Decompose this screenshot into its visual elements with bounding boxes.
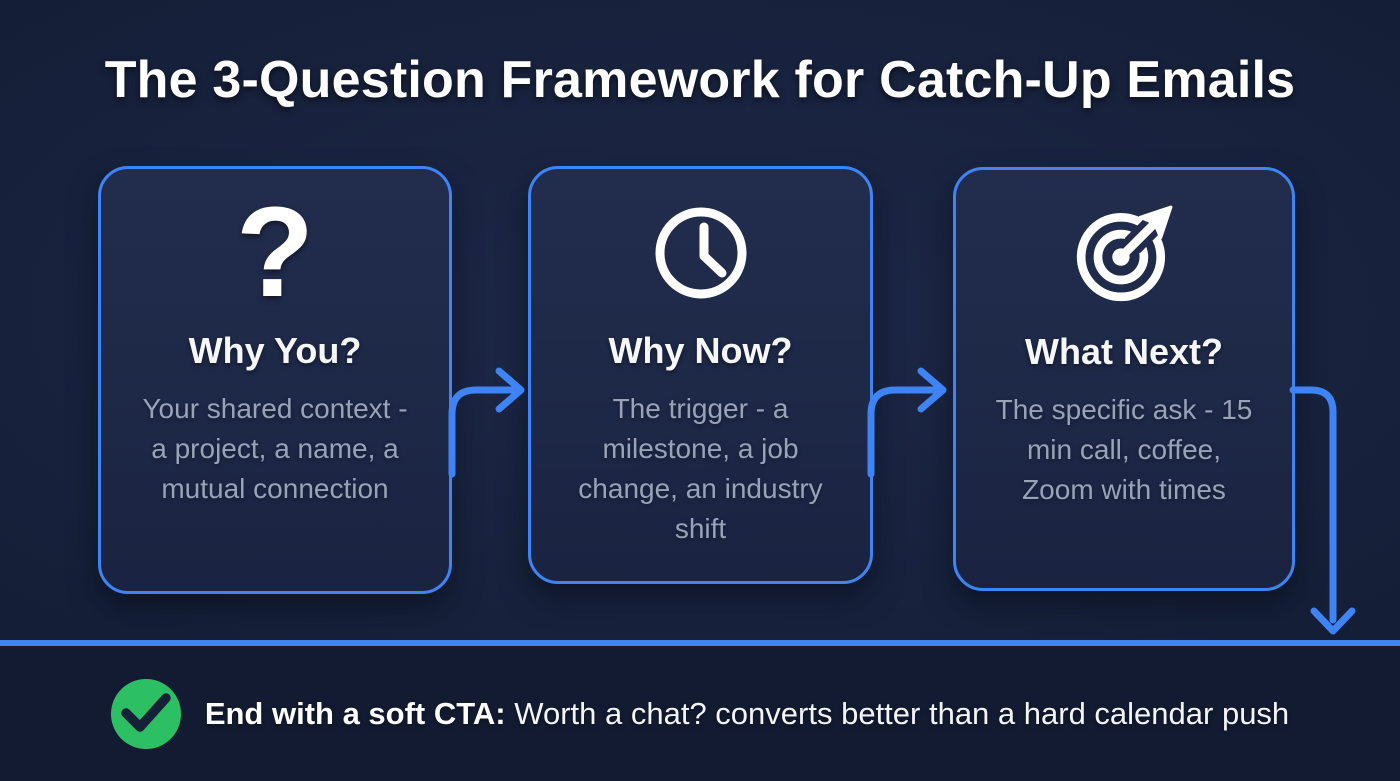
target-icon-svg: [1076, 203, 1175, 302]
target-icon: [1073, 203, 1175, 304]
divider-line: [0, 640, 1400, 646]
footer-text: End with a soft CTA:Worth a chat? conver…: [205, 696, 1289, 732]
footer-text-rest: Worth a chat? converts better than a har…: [514, 695, 1290, 731]
check-icon: [110, 678, 181, 749]
clock-icon-svg: [655, 207, 746, 299]
footer-text-bold: End with a soft CTA:: [204, 695, 506, 731]
card-why-you: ? Why You? Your shared context - a proje…: [98, 166, 452, 594]
card-body-text: The trigger - a milestone, a job change,…: [578, 393, 823, 544]
clock-icon: [651, 203, 751, 303]
card-why-now: Why Now? The trigger - a milestone, a jo…: [528, 166, 873, 584]
arrow-card2-to-card3: [867, 367, 947, 478]
question-mark-icon: ?: [235, 181, 315, 324]
check-icon-svg: [121, 692, 171, 732]
question-mark-glyph: ?: [235, 181, 315, 324]
card-body-text: Your shared context - a project, a name,…: [142, 393, 408, 504]
arrow-card1-to-card2: [448, 367, 525, 478]
card-heading: Why Now?: [608, 330, 793, 371]
card-what-next: What Next? The specific ask - 15 min cal…: [953, 167, 1295, 591]
card-heading: Why You?: [188, 330, 362, 371]
card-body-text: The specific ask - 15 min call, coffee, …: [995, 394, 1253, 505]
card-heading: What Next?: [1025, 331, 1223, 372]
page-title: The 3-Question Framework for Catch-Up Em…: [104, 51, 1296, 109]
arrow-card3-down: [1289, 386, 1356, 635]
footer-cta-bar: End with a soft CTA:Worth a chat? conver…: [0, 646, 1400, 781]
